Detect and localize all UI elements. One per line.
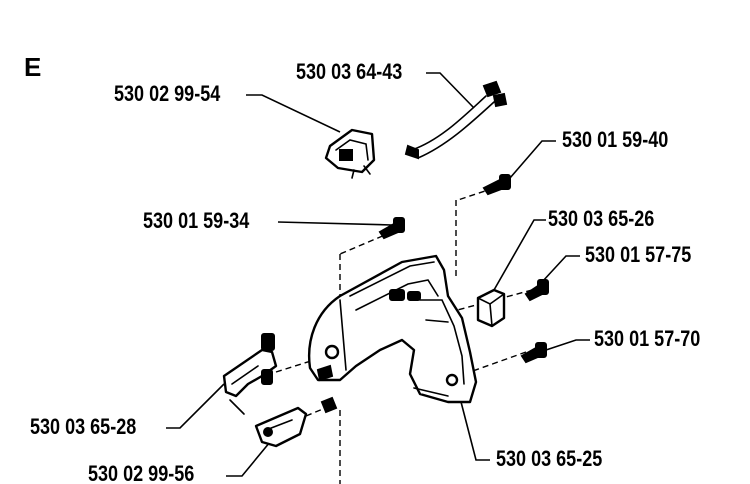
leader-530-01-57-75 (541, 255, 580, 283)
lock-button-part (254, 406, 308, 448)
screw-530-01-57-70 (520, 342, 547, 364)
leader-530-03-65-25 (459, 397, 490, 461)
part-number-530-01-59-34: 530 01 59-34 (143, 209, 250, 233)
leader-530-02-99-54 (246, 94, 341, 133)
leader-530-01-59-34 (277, 221, 393, 226)
screw-530-01-59-40 (482, 174, 511, 196)
leader-lines (166, 72, 590, 477)
part-number-530-03-65-28: 530 03 65-28 (30, 415, 136, 439)
switch-block-part (324, 128, 376, 179)
part-number-530-02-99-56: 530 02 99-56 (88, 462, 194, 484)
axis-screw-57-70 (469, 351, 527, 373)
main-housing-part (308, 254, 478, 404)
part-number-530-03-64-43: 530 03 64-43 (296, 60, 402, 84)
part-number-530-02-99-54: 530 02 99-54 (114, 82, 221, 106)
wire-harness-part (404, 80, 508, 160)
leader-530-03-65-26 (493, 219, 546, 291)
part-number-530-03-65-26: 530 03 65-26 (548, 207, 654, 231)
screw-530-01-59-34 (378, 217, 405, 240)
axis-screw-59-40 (457, 187, 495, 201)
leader-530-03-65-28 (166, 383, 225, 429)
axis-part-65-28 (275, 359, 315, 373)
part-number-530-01-57-70: 530 01 57-70 (594, 327, 700, 351)
screw-530-01-57-75 (524, 279, 549, 302)
pin-part (320, 396, 338, 414)
trigger-lever-part (222, 333, 278, 415)
section-letter: E (24, 52, 41, 82)
part-number-530-03-65-25: 530 03 65-25 (496, 447, 602, 471)
leader-530-01-57-70 (545, 339, 590, 351)
leader-530-01-59-40 (509, 140, 556, 179)
part-number-530-01-57-75: 530 01 57-75 (585, 243, 691, 267)
leader-530-02-99-56 (226, 441, 271, 477)
bracket-block-part (476, 288, 506, 328)
part-number-530-01-59-40: 530 01 59-40 (562, 128, 668, 152)
leader-530-03-64-43 (426, 72, 475, 109)
